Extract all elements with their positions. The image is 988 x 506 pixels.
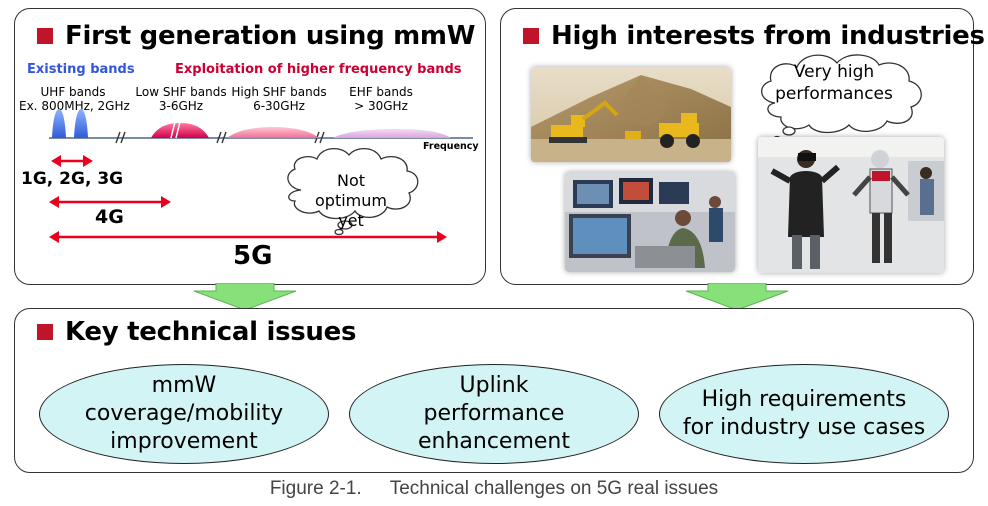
issue-2-line-3: enhancement <box>417 429 570 454</box>
uhf-band-2ghz <box>74 109 88 138</box>
generation-arrows <box>49 155 447 243</box>
key-issues-panel: Key technical issues mmW coverage/mobili… <box>14 308 974 473</box>
band-low-shf-label: Low SHF bands 3-6GHz <box>133 85 229 113</box>
first-generation-heading: First generation using mmW <box>37 21 475 51</box>
band-uhf-name: UHF bands <box>40 85 106 99</box>
band-uhf-range: Ex. 800MHz, 2GHz <box>19 99 130 113</box>
construction-site-photo <box>531 67 731 162</box>
band-high-shf-range: 6-30GHz <box>253 99 305 113</box>
remote-control-room-image <box>565 172 735 272</box>
exploitation-label: Exploitation of higher frequency bands <box>175 62 462 77</box>
high-shf-band-shape <box>227 127 319 138</box>
band-ehf-name: EHF bands <box>349 85 413 99</box>
down-arrow-left <box>193 283 297 311</box>
very-high-thought-cloud <box>761 54 922 143</box>
band-high-shf-label: High SHF bands 6-30GHz <box>229 85 329 113</box>
band-low-shf-range: 3-6GHz <box>158 99 204 113</box>
band-ehf-label: EHF bands > 30GHz <box>333 85 429 113</box>
gen-1g-2g-3g-label: 1G, 2G, 3G <box>21 169 124 189</box>
issue-2-line-1: Uplink <box>459 373 529 398</box>
key-issues-heading: Key technical issues <box>37 317 356 347</box>
red-square-bullet-icon <box>37 28 53 44</box>
issue-1-line-3: improvement <box>110 429 258 454</box>
issue-1-line-1: mmW <box>151 373 217 398</box>
industries-panel: High interests from industries <box>500 8 985 285</box>
issue-1-line-2: coverage/mobility <box>84 401 284 426</box>
existing-bands-label: Existing bands <box>27 62 135 77</box>
issue-3-line-1: High requirements <box>701 387 907 412</box>
band-uhf-label: UHF bands Ex. 800MHz, 2GHz <box>19 85 130 113</box>
issue-uplink-performance: Uplink performance enhancement <box>349 364 639 464</box>
excavator-scene-image <box>531 67 731 162</box>
figure-caption-text: Technical challenges on 5G real issues <box>389 478 719 499</box>
not-optimum-thought-text: Not optimum yet <box>315 171 387 230</box>
issue-2-line-2: performance <box>423 401 565 426</box>
band-ehf-range: > 30GHz <box>354 99 408 113</box>
frequency-axis-label: Frequency <box>423 141 479 152</box>
remote-operation-photo <box>565 172 735 272</box>
band-low-shf-name: Low SHF bands <box>135 85 227 99</box>
industries-title: High interests from industries <box>551 21 985 51</box>
vr-operator-robot-image <box>758 137 944 273</box>
issue-mmw-coverage: mmW coverage/mobility improvement <box>39 364 329 464</box>
band-high-shf-name: High SHF bands <box>231 85 327 99</box>
telexistence-robot-photo <box>758 137 944 273</box>
issue-industry-requirements: High requirements for industry use cases <box>659 364 949 464</box>
gen-5g-label: 5G <box>233 241 273 271</box>
red-square-bullet-icon <box>37 324 53 340</box>
figure-number: Figure 2-1. <box>269 478 362 499</box>
first-generation-title: First generation using mmW <box>65 21 476 51</box>
low-shf-band-shape <box>151 123 209 138</box>
issue-3-line-2: for industry use cases <box>682 415 926 440</box>
uhf-band-800mhz <box>52 109 66 138</box>
down-arrow-right <box>685 283 789 311</box>
thought-cloud-shape <box>287 148 419 236</box>
ehf-band-shape <box>333 129 451 138</box>
key-issues-title: Key technical issues <box>65 317 357 347</box>
very-high-thought-text: Very high performances <box>775 62 893 104</box>
red-square-bullet-icon <box>523 28 539 44</box>
industries-heading: High interests from industries <box>523 21 985 51</box>
first-generation-panel: First generation using mmW Existing band… <box>14 8 486 285</box>
gen-4g-label: 4G <box>95 206 124 228</box>
frequency-spectrum-diagram <box>49 109 473 243</box>
figure-caption: Figure 2-1. Technical challenges on 5G re… <box>0 478 988 500</box>
